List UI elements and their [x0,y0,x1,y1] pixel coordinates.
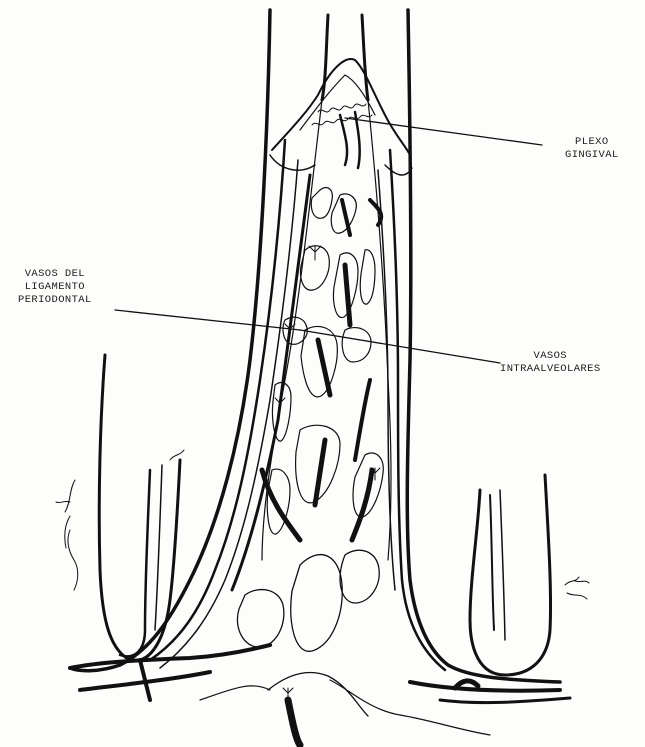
gingival-crest-right [385,165,412,175]
right-u-vessel-inner [490,495,494,630]
intraalveolar-vessel-4 [315,440,325,505]
left-branch [56,480,75,548]
label-vasos-ligamento-line-2: LIGAMENTO [18,281,92,294]
pdl-vessel-left-1 [150,140,285,660]
gingival-cap-inner [300,75,375,130]
left-branch-3 [170,450,184,460]
gingival-crest-left [270,155,315,170]
label-vasos-ligamento-line-3: PERIODONTAL [18,294,92,307]
label-plexo-gingival: PLEXO GINGIVAL [565,136,619,162]
base-vessel-right-1 [410,682,560,691]
gingival-plexus-1 [318,104,366,112]
pdl-vessel-right-1 [390,150,445,670]
left-u-vessel-inner-2 [155,465,162,630]
label-vasos-intraalveolares-line-2: INTRAALVEOLARES [500,363,601,376]
intraalveolar-vessel-6 [355,380,370,460]
pdl-vessel-right-2 [378,170,395,590]
base-vessel-left-1 [70,645,270,668]
label-vasos-ligamento: VASOS DEL LIGAMENTO PERIODONTAL [18,268,92,307]
arbor-mark-1 [309,246,321,260]
arbor-mark-5 [283,688,293,700]
marrow-space-8 [342,328,371,362]
intraalveolar-vessel-8 [352,470,372,540]
intraalveolar-vessel-5 [370,200,381,225]
intraalveolar-vessel-9 [288,700,300,745]
right-branch [565,577,589,599]
marrow-space-5 [360,250,375,304]
marrow-space-15 [340,550,379,603]
label-plexo-gingival-line-2: GINGIVAL [565,149,619,162]
label-vasos-intraalveolares: VASOS INTRAALVEOLARES [500,350,601,376]
marrow-space-7 [301,326,337,396]
pdl-vessel-left-3 [232,175,310,590]
marrow-space-1 [311,188,332,219]
base-vessel-right-2 [440,698,570,703]
left-u-vessel-outer [99,355,180,661]
left-branch-2 [68,530,78,590]
leader-vasos-ligamento [115,310,300,330]
label-vasos-intraalveolares-line-1: VASOS [500,350,601,363]
label-plexo-gingival-line-1: PLEXO [565,136,619,149]
marrow-space-14 [237,590,283,648]
base-vessel-right-3 [455,681,478,688]
leader-plexo-gingival [345,118,542,145]
right-u-vessel-inner-2 [500,490,505,640]
pulp-wall-right [362,15,368,100]
left-u-vessel-inner [120,470,150,656]
arbor-mark-3 [275,398,285,410]
root-outline-right [407,10,560,682]
label-vasos-ligamento-line-1: VASOS DEL [18,268,92,281]
gingival-cap [272,59,410,155]
right-u-vessel-outer [470,475,551,675]
marrow-space-13 [291,555,342,652]
leader-vasos-intraalveolares [300,330,500,363]
intraalveolar-vessel-3 [318,340,330,395]
